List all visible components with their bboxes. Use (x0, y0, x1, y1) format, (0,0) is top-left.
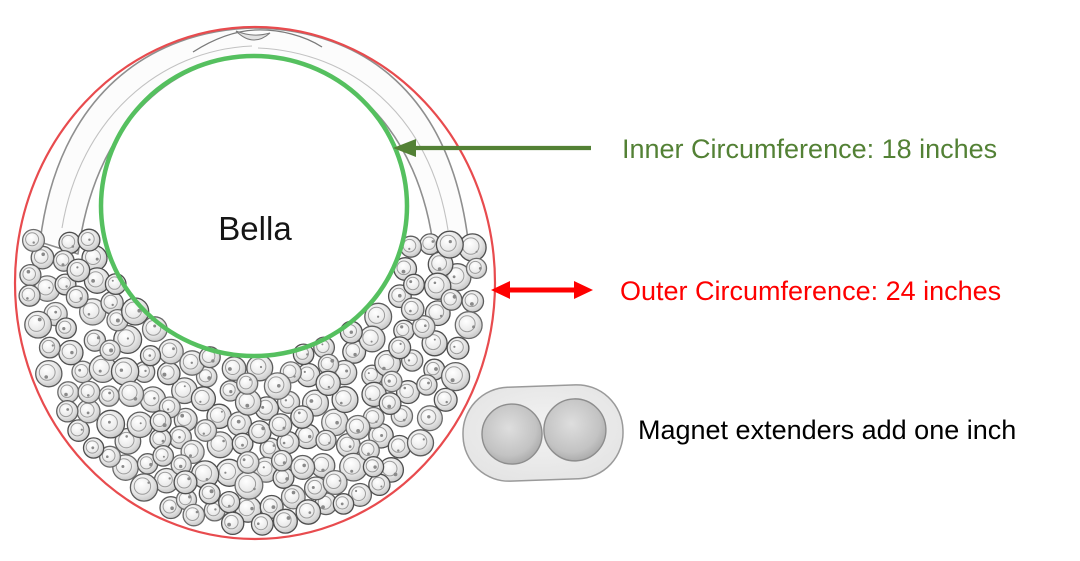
outer-arrowhead-left-icon (491, 281, 510, 299)
magnet-disc-right (543, 398, 607, 462)
strap-sketch-line-right (257, 47, 449, 231)
inner-arrow (393, 139, 591, 157)
inner-circumference-label: Inner Circumference: 18 inches (622, 134, 998, 164)
clasp-sketch-mark (192, 29, 323, 53)
bead-cluster (18, 228, 488, 536)
strap-sketch-line-left (61, 45, 253, 229)
outer-circumference-label: Outer Circumference: 24 inches (620, 276, 1002, 306)
outer-arrow (491, 281, 593, 299)
clasp-overlap-mark (235, 30, 271, 41)
inner-circumference-ellipse (98, 53, 410, 359)
magnet-extender-label: Magnet extenders add one inch (638, 415, 1017, 445)
magnet-extender-illustration (462, 384, 624, 482)
outer-arrowhead-right-icon (574, 281, 593, 299)
necklace-name-label: Bella (218, 210, 292, 247)
outer-circumference-ellipse (13, 25, 497, 541)
magnet-disc-left (481, 403, 543, 465)
inner-arrowhead-icon (393, 139, 416, 157)
